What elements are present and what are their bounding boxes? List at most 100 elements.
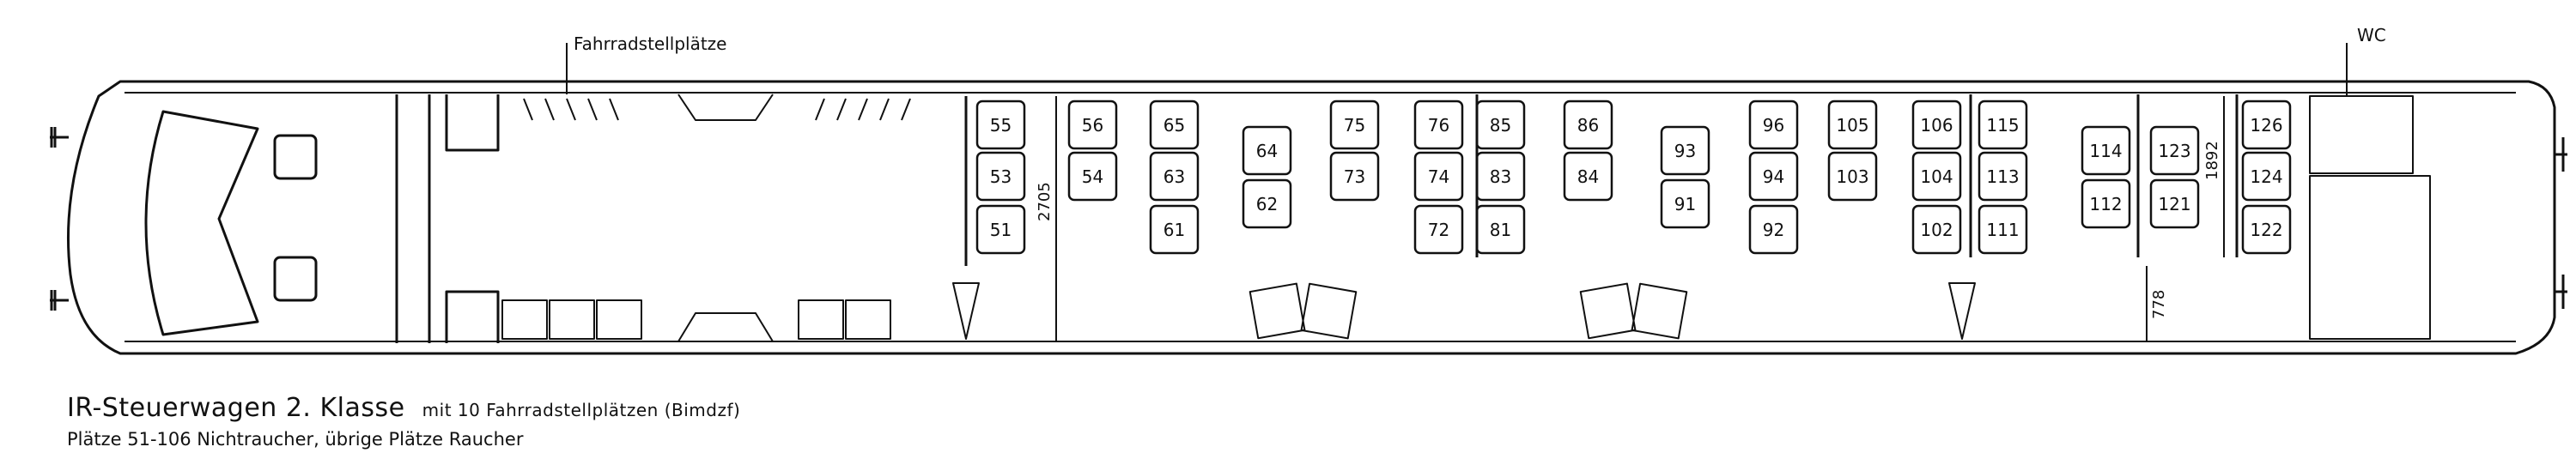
seat-106: 106 xyxy=(1911,100,1962,150)
seat-number: 91 xyxy=(1674,194,1696,214)
dim-1892-label: 1892 xyxy=(2203,141,2221,180)
seat-frame xyxy=(1748,100,1799,150)
seat-frame xyxy=(1748,151,1799,202)
seat-number: 81 xyxy=(1490,220,1511,240)
seat-frame xyxy=(1242,125,1292,176)
seat-number: 96 xyxy=(1763,115,1784,136)
seat-93: 93 xyxy=(1660,125,1710,176)
seat-65: 65 xyxy=(1149,100,1200,150)
seat-frame xyxy=(1563,100,1613,150)
dim-778-label: 778 xyxy=(2150,290,2168,319)
seat-number: 73 xyxy=(1344,166,1365,187)
seat-number: 114 xyxy=(2089,141,2122,161)
seat-frame xyxy=(2081,125,2131,176)
seat-number: 111 xyxy=(1986,220,2019,240)
seat-frame xyxy=(1911,204,1962,255)
seat-number: 113 xyxy=(1986,166,2019,187)
seat-frame xyxy=(1827,151,1878,202)
seat-55: 55 xyxy=(975,100,1026,150)
seat-124: 124 xyxy=(2241,151,2292,202)
seat-frame xyxy=(2241,204,2292,255)
seat-frame xyxy=(2241,100,2292,150)
seat-frame xyxy=(1329,100,1380,150)
seat-92: 92 xyxy=(1748,204,1799,255)
cab-seat-top xyxy=(273,134,318,180)
caption-title: IR-Steuerwagen 2. Klasse mit 10 Fahrrads… xyxy=(67,393,740,423)
door-swing-2 xyxy=(1948,282,1976,340)
seat-frame xyxy=(2081,178,2131,229)
seat-113: 113 xyxy=(1978,151,2028,202)
seat-frame xyxy=(2241,151,2292,202)
seat-number: 72 xyxy=(1428,220,1449,240)
seat-number: 64 xyxy=(1256,141,1278,161)
seat-73: 73 xyxy=(1329,151,1380,202)
seat-number: 65 xyxy=(1163,115,1185,136)
seat-frame xyxy=(1563,151,1613,202)
seat-61: 61 xyxy=(1149,204,1200,255)
seat-91: 91 xyxy=(1660,178,1710,229)
seat-frame xyxy=(1978,204,2028,255)
seat-number: 102 xyxy=(1920,220,1953,240)
caption-title-note: mit 10 Fahrradstellplätzen (Bimdzf) xyxy=(422,400,741,420)
bike-racks xyxy=(523,94,911,342)
seat-frame xyxy=(1413,204,1464,255)
caption-title-main: IR-Steuerwagen 2. Klasse xyxy=(67,393,405,423)
seat-number: 106 xyxy=(1920,115,1953,136)
seat-number: 103 xyxy=(1836,166,1868,187)
door-swing-1 xyxy=(952,282,980,340)
seat-114: 114 xyxy=(2081,125,2131,176)
seat-111: 111 xyxy=(1978,204,2028,255)
seat-75: 75 xyxy=(1329,100,1380,150)
seat-63: 63 xyxy=(1149,151,1200,202)
seat-number: 105 xyxy=(1836,115,1868,136)
seat-frame xyxy=(1149,151,1200,202)
seat-number: 112 xyxy=(2089,194,2122,214)
seat-number: 53 xyxy=(990,166,1012,187)
seat-number: 124 xyxy=(2250,166,2282,187)
seat-51: 51 xyxy=(975,204,1026,255)
seat-frame xyxy=(2149,125,2200,176)
coupler-right-bottom xyxy=(2555,275,2567,309)
seat-number: 121 xyxy=(2158,194,2190,214)
seat-frame xyxy=(1149,100,1200,150)
coupler-left-top xyxy=(50,127,69,148)
seat-frame xyxy=(1413,100,1464,150)
folding-seats xyxy=(501,299,891,340)
seat-84: 84 xyxy=(1563,151,1613,202)
seat-number: 94 xyxy=(1763,166,1784,187)
seat-frame xyxy=(975,100,1026,150)
seat-72: 72 xyxy=(1413,204,1464,255)
coupler-left-bottom xyxy=(50,290,69,311)
seat-number: 93 xyxy=(1674,141,1696,161)
seat-105: 105 xyxy=(1827,100,1878,150)
seat-number: 84 xyxy=(1577,166,1599,187)
car-inner-wall xyxy=(125,92,2516,342)
wc-label: WC xyxy=(2357,25,2386,45)
vestibule-wall-2 xyxy=(445,94,500,343)
aisle-tip-up-seats xyxy=(1249,282,1688,340)
seat-121: 121 xyxy=(2149,178,2200,229)
seat-103: 103 xyxy=(1827,151,1878,202)
seat-frame xyxy=(2149,178,2200,229)
seat-126: 126 xyxy=(2241,100,2292,150)
seat-frame xyxy=(1978,151,2028,202)
seat-number: 75 xyxy=(1344,115,1365,136)
cab-end-room xyxy=(2309,175,2431,340)
seat-112: 112 xyxy=(2081,178,2131,229)
seat-76: 76 xyxy=(1413,100,1464,150)
seat-94: 94 xyxy=(1748,151,1799,202)
seat-96: 96 xyxy=(1748,100,1799,150)
seat-frame xyxy=(1748,204,1799,255)
seat-frame xyxy=(1911,100,1962,150)
seat-frame xyxy=(1067,151,1118,202)
seat-number: 55 xyxy=(990,115,1012,136)
seat-frame xyxy=(975,204,1026,255)
seat-frame xyxy=(975,151,1026,202)
seat-83: 83 xyxy=(1475,151,1526,202)
seat-frame xyxy=(1660,178,1710,229)
seat-number: 56 xyxy=(1082,115,1103,136)
seat-62: 62 xyxy=(1242,178,1292,229)
seat-123: 123 xyxy=(2149,125,2200,176)
seat-frame xyxy=(1978,100,2028,150)
cab-seat-bottom xyxy=(273,256,318,302)
